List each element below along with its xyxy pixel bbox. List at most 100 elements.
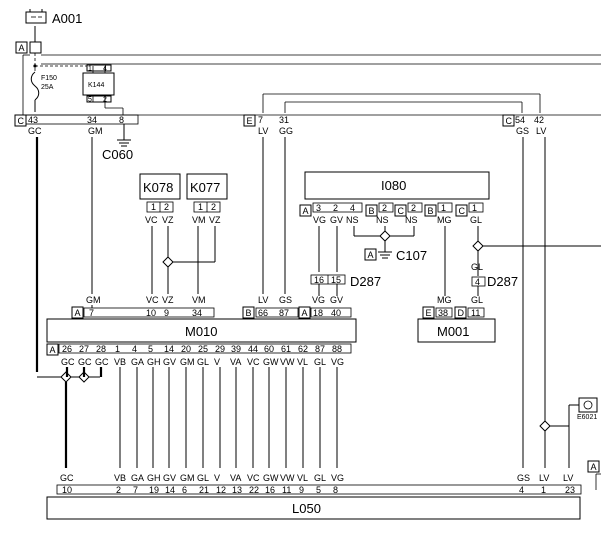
m010-bottom-wire-8: GL [197, 357, 209, 367]
l050-pin-21: 21 [199, 485, 209, 495]
l050-pin-8: 8 [333, 485, 338, 495]
m001-id: M001 [437, 324, 470, 339]
i080-group-a-letter: A [303, 206, 309, 216]
l050-top-wire-3: GH [147, 473, 161, 483]
l050-id: L050 [292, 501, 321, 516]
m010-id: M010 [185, 324, 218, 339]
m010-top-pin-34: 34 [192, 308, 202, 318]
l050-pin-10: 10 [62, 485, 72, 495]
m001-top-pin-11: 11 [471, 308, 480, 318]
e-conn-wire-gg: GG [279, 126, 293, 136]
e-conn-pin-7: 7 [258, 115, 263, 125]
m010-bottom-wire-4: GA [131, 357, 144, 367]
i080-group-b-letter: B [369, 206, 375, 216]
module-k078 [139, 173, 181, 200]
i080-c2-wire-gl: GL [470, 215, 482, 225]
m010-top-wire-gv: GV [330, 295, 343, 305]
e6021-box [578, 397, 598, 413]
l050-top-wire-6: GL [197, 473, 209, 483]
l050-top-wire-1: VB [114, 473, 126, 483]
l050-pin-22: 22 [249, 485, 259, 495]
m010-bottom-pin-88: 88 [332, 344, 342, 354]
m010-bottom-pin-87: 87 [315, 344, 325, 354]
l050-top-wire-11: VW [280, 473, 295, 483]
k077-wire-vm: VM [192, 215, 206, 225]
m010-top-wire-vc: VC [146, 295, 159, 305]
i080-a-wire-vg: VG [313, 215, 326, 225]
m010-top-wire-gm: GM [86, 295, 101, 305]
l050-top-wire-0: GC [60, 473, 74, 483]
c-left-letter: C [18, 116, 25, 126]
i080-group-c-letter: C [398, 206, 405, 216]
module-l050 [46, 496, 581, 520]
m010-bottom-wire-7: GM [180, 357, 195, 367]
e-conn-letter: E [247, 116, 253, 126]
m010-bottom-pin-27: 27 [79, 344, 89, 354]
l050-top-wire-17: LV [563, 473, 573, 483]
i080-group-b2-letter: B [428, 206, 434, 216]
m010-bottom-a-letter: A [50, 345, 56, 355]
k078-pin-1: 1 [151, 202, 156, 212]
l050-top-wire-12: VL [297, 473, 308, 483]
l050-top-wire-16: LV [539, 473, 549, 483]
l050-pin-23: 23 [565, 485, 575, 495]
l050-pin-12: 12 [216, 485, 226, 495]
battery-symbol [25, 9, 47, 24]
m010-bottom-pin-20: 20 [181, 344, 191, 354]
i080-a-pin-2: 2 [333, 203, 338, 213]
m010-bottom-pin-28: 28 [96, 344, 106, 354]
m010-top-pin-18: 18 [313, 308, 323, 318]
e-conn-pin-31: 31 [279, 115, 289, 125]
m010-top-a2-letter: A [302, 308, 308, 318]
k077-wire-vz: VZ [209, 215, 221, 225]
l050-pin-4: 4 [519, 485, 524, 495]
m010-bottom-wire-12: GW [263, 357, 279, 367]
conn-a-letter-box [15, 41, 28, 54]
i080-b2-wire-mg: MG [437, 215, 452, 225]
c-left-pin-43: 43 [28, 115, 38, 125]
c-right-letter: C [506, 116, 513, 126]
m001-top-e-letter: E [426, 308, 432, 318]
c-left-pin-34: 34 [87, 115, 97, 125]
l050-top-wire-2: GA [131, 473, 144, 483]
i080-group-c2-letter: C [459, 206, 466, 216]
relay-id: K144 [88, 82, 104, 89]
m010-bottom-wire-0: GC [61, 357, 75, 367]
k078-wire-vz: VZ [162, 215, 174, 225]
m010-bottom-pin-29: 29 [215, 344, 225, 354]
l050-pin-19: 19 [149, 485, 159, 495]
l050-top-wire-15: GS [517, 473, 530, 483]
d287-left-pin-15: 15 [331, 275, 341, 285]
l050-pin-16: 16 [265, 485, 275, 495]
m010-top-wire-gs: GS [279, 295, 292, 305]
ground-c060: C060 [102, 147, 133, 162]
m010-top-a-letter: A [75, 308, 81, 318]
c-right-wire-gs: GS [516, 126, 529, 136]
m001-top-wire-mg: MG [437, 295, 452, 305]
c-right-pin-42: 42 [534, 115, 544, 125]
relay-pin-2: 2 [103, 97, 107, 104]
m010-top-pin-9: 9 [164, 308, 169, 318]
m010-bottom-wire-6: GV [163, 357, 176, 367]
m010-bottom-pin-5: 5 [148, 344, 153, 354]
l050-top-wire-5: GM [180, 473, 195, 483]
conn-a-letter: A [19, 43, 25, 53]
i080-a-wire-gv: GV [330, 215, 343, 225]
fuse-f150 [30, 53, 40, 112]
e6021-id: E6021 [577, 414, 597, 421]
l050-pin-row [56, 484, 582, 495]
m010-bottom-pin-60: 60 [264, 344, 274, 354]
m010-bottom-pin-62: 62 [298, 344, 308, 354]
k078-id: K078 [143, 180, 173, 195]
m010-top-wire-vz: VZ [162, 295, 174, 305]
m010-bottom-pin-1: 1 [115, 344, 120, 354]
l050-top-wire-4: GV [163, 473, 176, 483]
battery-ref: A001 [52, 11, 82, 26]
l050-pin-1: 1 [541, 485, 546, 495]
m010-bottom-wire-1: GC [78, 357, 92, 367]
m001-top-wire-gl: GL [471, 295, 483, 305]
l050-pin-7: 7 [133, 485, 138, 495]
i080-a-wire-ns: NS [346, 215, 359, 225]
ground-c107: C107 [396, 248, 427, 263]
l050-pin-11: 11 [282, 485, 291, 495]
